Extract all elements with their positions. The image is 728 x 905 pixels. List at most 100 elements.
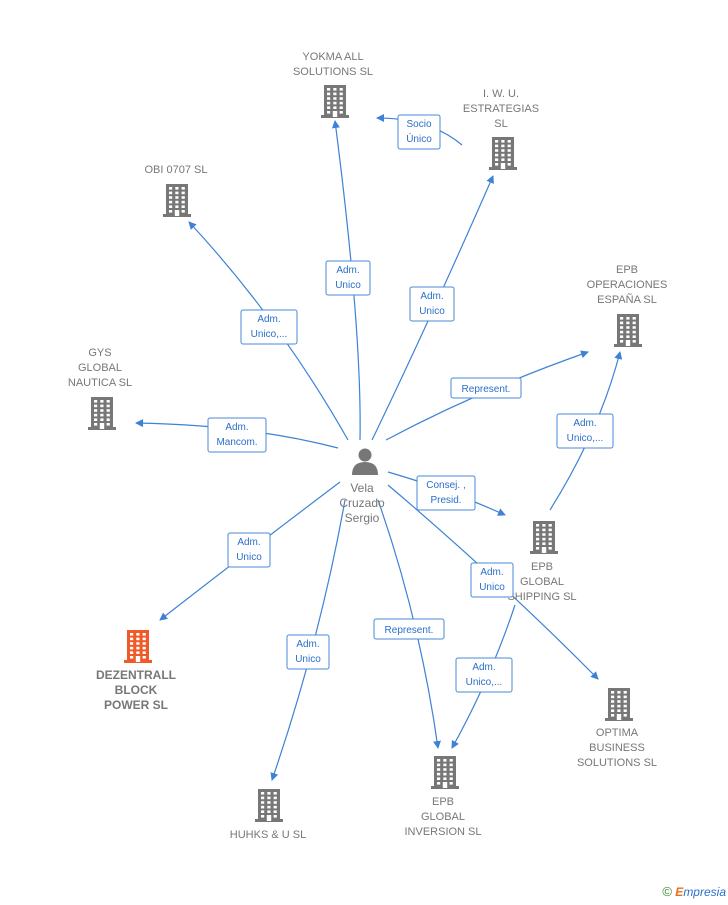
edge-label-text: Adm.: [257, 314, 280, 325]
company-name: SHIPPING SL: [507, 591, 576, 603]
company-name: SOLUTIONS SL: [293, 66, 373, 78]
company-name: BUSINESS: [589, 742, 645, 754]
company-name: ESTRATEGIAS: [463, 103, 539, 115]
building-icon: [255, 789, 283, 822]
company-name: NAUTICA SL: [68, 377, 132, 389]
edge-label-text: Unico: [479, 582, 505, 593]
company-node-optima[interactable]: OPTIMA BUSINESS SOLUTIONS SL: [577, 688, 657, 769]
company-name: GLOBAL: [421, 811, 465, 823]
person-icon: [352, 448, 378, 475]
company-node-yokma[interactable]: YOKMA ALL SOLUTIONS SL: [293, 51, 373, 118]
brand-footer: © Empresia: [662, 884, 726, 899]
edge-label-box: [397, 114, 441, 150]
company-node-iwu[interactable]: I. W. U. ESTRATEGIAS SL: [463, 88, 539, 170]
building-icon: [163, 184, 191, 217]
edge-label-box: [227, 532, 271, 568]
edge-label-center-optima[interactable]: Adm. Unico: [470, 562, 514, 598]
brand-logo-initial: E: [675, 885, 684, 899]
edge-label-box: [450, 377, 522, 399]
edge-label-center-iwu[interactable]: Adm. Unico: [409, 286, 455, 322]
edge-label-box: [207, 417, 267, 453]
edge-label-text: Adm.: [237, 537, 260, 548]
edge-label-box: [409, 286, 455, 322]
edge-label-center-huhks[interactable]: Adm. Unico: [286, 634, 330, 670]
edge-label-text: Único: [406, 132, 432, 145]
company-name: HUHKS & U SL: [230, 829, 306, 841]
company-name: INVERSION SL: [404, 826, 481, 838]
company-name: EPB: [432, 796, 454, 808]
edge-label-text: Unico: [295, 654, 321, 665]
edge-label-box: [325, 260, 371, 296]
edge-label-text: Represent.: [385, 625, 434, 636]
building-icon: [530, 521, 558, 554]
edge-label-center-epbop[interactable]: Represent.: [450, 377, 522, 399]
edge-label-box: [286, 634, 330, 670]
edge-label-box: [373, 618, 445, 640]
person-name: Cruzado: [339, 496, 385, 510]
edge-label-epbship-epbinv[interactable]: Adm.Unico,...: [455, 657, 513, 693]
edge-label-box: [416, 475, 476, 511]
company-name: OPERACIONES: [587, 279, 668, 291]
edge-label-text: Unico: [419, 306, 445, 317]
edge-center-yokma: [331, 120, 361, 441]
company-node-huhks[interactable]: HUHKS & U SL: [230, 789, 306, 841]
edge-label-text: Unico,...: [567, 433, 604, 444]
company-node-epbinv[interactable]: EPB GLOBAL INVERSION SL: [404, 756, 482, 838]
company-node-gys[interactable]: GYS GLOBAL NAUTICA SL: [68, 347, 132, 430]
building-icon: [614, 314, 642, 347]
brand-logo-rest: mpresia: [683, 885, 726, 899]
edge-label-text: Represent.: [462, 384, 511, 395]
building-icon: [124, 630, 152, 663]
copyright-icon: ©: [662, 884, 672, 899]
building-icon: [431, 756, 459, 789]
building-icon: [321, 85, 349, 118]
edge-label-box: [240, 309, 298, 345]
company-name: BLOCK: [115, 683, 158, 697]
company-name: EPB: [616, 264, 638, 276]
edge-label-text: Unico,...: [251, 329, 288, 340]
company-node-obi[interactable]: OBI 0707 SL: [145, 164, 208, 217]
edge-label-center-dezentrall[interactable]: Adm. Unico: [227, 532, 271, 568]
edge-label-box: [455, 657, 513, 693]
company-name: EPB: [531, 561, 553, 573]
edge-label-epbship-epbop[interactable]: Adm.Unico,...: [556, 413, 614, 449]
edge-label-text: Adm.: [472, 662, 495, 673]
company-name: GLOBAL: [78, 362, 122, 374]
edge-label-box: [556, 413, 614, 449]
edge-label-center-gys[interactable]: Adm.Mancom.: [207, 417, 267, 453]
edge-label-text: Unico: [236, 552, 262, 563]
building-icon: [88, 397, 116, 430]
company-name: OPTIMA: [596, 727, 639, 739]
company-name: DEZENTRALL: [96, 668, 176, 682]
person-name: Sergio: [345, 511, 380, 525]
edge-label-text: Consej. ,: [426, 480, 465, 491]
company-name: YOKMA ALL: [302, 51, 363, 63]
company-name: POWER SL: [104, 698, 168, 712]
edge-label-text: Presid.: [430, 495, 461, 506]
company-name: SOLUTIONS SL: [577, 757, 657, 769]
edge-label-text: Adm.: [336, 265, 359, 276]
edge-label-text: Adm.: [225, 422, 248, 433]
edge-label-text: Socio: [406, 119, 431, 130]
company-name: ESPAÑA SL: [597, 293, 657, 306]
edge-label-center-epbship[interactable]: Consej. , Presid.: [416, 475, 476, 511]
edge-label-text: Unico: [335, 280, 361, 291]
edge-label-text: Adm.: [420, 291, 443, 302]
company-name: SL: [494, 118, 507, 130]
edge-label-text: Adm.: [296, 639, 319, 650]
edge-label-box: [470, 562, 514, 598]
company-name: OBI 0707 SL: [145, 164, 208, 176]
edge-label-center-obi[interactable]: Adm. Unico,...: [240, 309, 298, 345]
edge-label-text: Adm.: [480, 567, 503, 578]
edge-label-center-yokma[interactable]: Adm. Unico: [325, 260, 371, 296]
company-node-epbop[interactable]: EPB OPERACIONES ESPAÑA SL: [587, 264, 668, 347]
company-name: GYS: [88, 347, 111, 359]
company-name: I. W. U.: [483, 88, 519, 100]
company-node-epbship[interactable]: EPB GLOBAL SHIPPING SL: [507, 521, 577, 603]
company-name: GLOBAL: [520, 576, 564, 588]
edge-label-center-epbinv[interactable]: Represent.: [373, 618, 445, 640]
